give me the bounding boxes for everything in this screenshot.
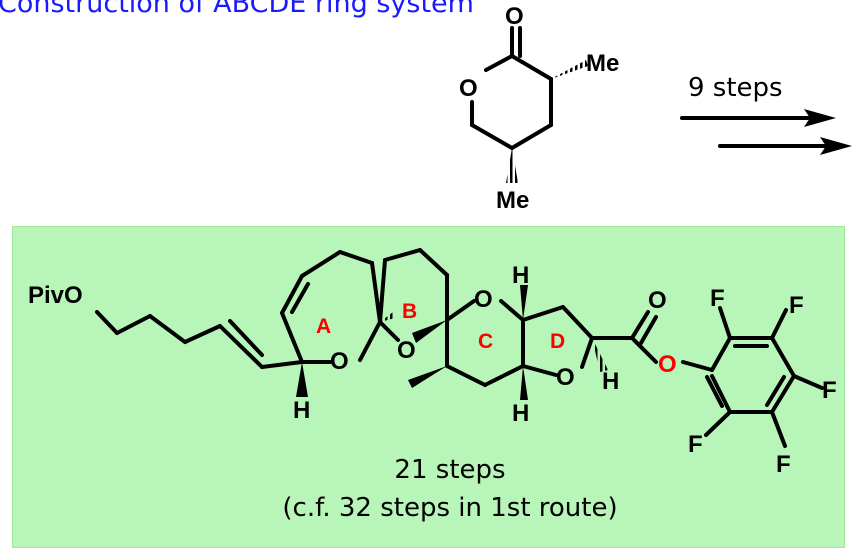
- product-molecule: PivO O O O O O O H H H H F F F F F A B C…: [28, 248, 837, 478]
- atom-label: H: [512, 262, 529, 289]
- atom-label: PivO: [28, 282, 83, 309]
- steps-comparison: (c.f. 32 steps in 1st route): [282, 493, 617, 523]
- ring-label-b: B: [402, 300, 417, 323]
- fluorine-label: F: [710, 285, 725, 312]
- atom-label: O: [459, 75, 478, 102]
- atom-label: O: [556, 364, 575, 391]
- ring-label-c: C: [478, 330, 493, 353]
- product-panel: [12, 226, 845, 548]
- hashed-bond: [592, 338, 608, 372]
- atom-label: H: [293, 397, 310, 424]
- ester-oxygen-label: O: [658, 351, 677, 378]
- atom-label: H: [512, 400, 529, 427]
- fluorine-label: F: [822, 377, 837, 404]
- bond: [510, 123, 553, 150]
- scheme-title: Construction of ABCDE ring system: [0, 0, 474, 19]
- fluorine-label: F: [776, 451, 791, 478]
- hashed-bond: [551, 60, 588, 79]
- atom-label: H: [602, 368, 619, 395]
- fluorine-label: F: [789, 292, 804, 319]
- starting-lactone: O O Me Me: [459, 3, 619, 214]
- atom-label: Me: [586, 50, 619, 77]
- atom-label: O: [397, 337, 416, 364]
- hashed-bond: [380, 312, 395, 322]
- atom-label: O: [330, 348, 349, 375]
- atom-label: O: [505, 3, 524, 30]
- bond: [510, 54, 553, 81]
- bond: [484, 54, 514, 72]
- atom-label: O: [648, 287, 667, 314]
- bond: [470, 123, 514, 150]
- atom-label: O: [474, 286, 493, 313]
- arrow-label: 9 steps: [688, 73, 783, 103]
- atom-label: Me: [496, 187, 529, 214]
- steps-summary: 21 steps: [394, 455, 505, 485]
- fluorine-label: F: [688, 431, 703, 458]
- reaction-arrow: 9 steps: [680, 73, 852, 155]
- ring-label-a: A: [316, 315, 331, 338]
- hashed-bond: [506, 148, 518, 183]
- ring-label-d: D: [550, 330, 565, 353]
